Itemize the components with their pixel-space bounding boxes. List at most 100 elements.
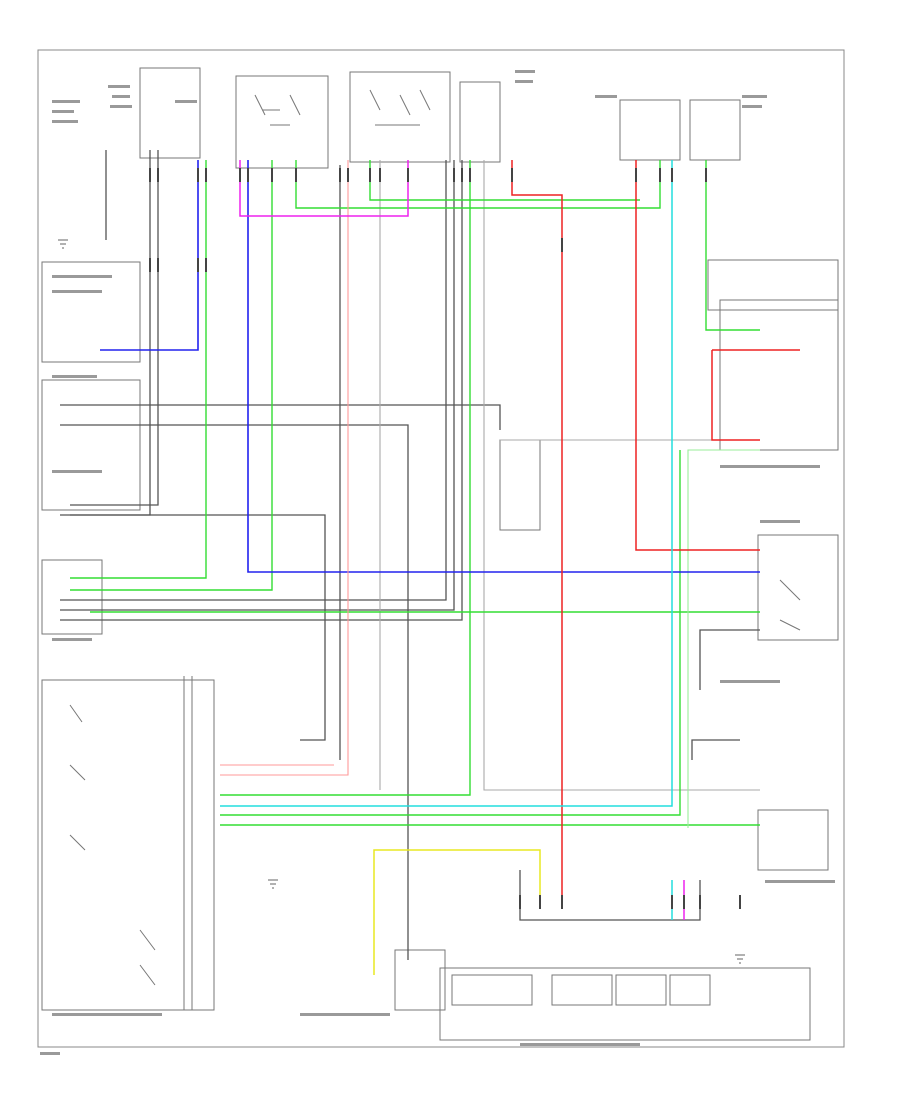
ground-1 [58, 239, 68, 249]
label-mark [52, 375, 97, 378]
wires-red [511, 160, 800, 900]
wires-gray [379, 160, 760, 791]
wire-dark-6 [60, 514, 326, 741]
rain-sensor-block [757, 534, 839, 641]
label-mark [52, 1013, 162, 1016]
label-mark [300, 1013, 390, 1016]
label-mark [520, 1043, 640, 1046]
label-mark [760, 520, 800, 523]
wires-yellow [373, 849, 541, 975]
wire-gray-1 [483, 160, 760, 791]
label-mark [515, 70, 535, 73]
wire-green-4 [369, 160, 640, 201]
wire-blue-1 [100, 160, 199, 351]
diagram-frame [37, 49, 845, 1048]
wires-blue [100, 160, 760, 573]
label-mark [720, 680, 780, 683]
wires-light-red [220, 160, 349, 776]
label-mark [112, 95, 130, 98]
label-mark [52, 120, 78, 123]
wire-magenta-1 [239, 160, 409, 217]
connector-row-bottom [519, 895, 741, 909]
door-switch-block [719, 299, 839, 451]
top-fuse-box-4 [689, 99, 741, 161]
wiper-motor-block [41, 261, 141, 363]
wires-dark [60, 150, 760, 960]
bottom-components [394, 439, 811, 1041]
wire-green-3 [295, 160, 661, 209]
wire-dark-1 [70, 150, 151, 516]
wire-red-3 [711, 350, 760, 441]
rain-sensor-internal [779, 579, 801, 631]
fine-print-marks [40, 70, 835, 1055]
ground-3 [735, 954, 745, 964]
wire-green-6 [705, 160, 760, 331]
wire-red-2 [635, 160, 760, 551]
label-mark [765, 880, 835, 883]
connector-ticks [149, 168, 741, 909]
label-mark [110, 105, 132, 108]
label-mark [40, 1052, 60, 1055]
top-components [139, 67, 741, 169]
label-mark [515, 80, 533, 83]
wire-green-1 [70, 160, 207, 579]
meter-display-4 [669, 974, 711, 1006]
label-mark [742, 95, 767, 98]
top-fuse-box-2 [459, 81, 501, 163]
combination-switch-block [41, 559, 103, 635]
washer-switch-block [41, 379, 141, 511]
label-mark [720, 465, 820, 468]
wire-green-5 [220, 160, 471, 796]
wire-dark-12 [699, 629, 760, 690]
top-fuse-box-1 [139, 67, 201, 159]
wire-green-7 [220, 450, 681, 816]
label-mark [52, 290, 102, 293]
top-relay-box-right [349, 71, 451, 163]
wire-dark-4 [60, 404, 501, 430]
wire-yellow-1 [373, 849, 541, 975]
label-mark [52, 275, 112, 278]
wire-dark-8 [60, 160, 455, 611]
top-relay-box-left [235, 75, 329, 169]
wire-blue-2 [247, 160, 760, 573]
label-mark [52, 470, 102, 473]
connector-row-top [149, 168, 707, 182]
label-mark [742, 105, 762, 108]
combination-meter [439, 967, 811, 1041]
washer-pump-block [757, 809, 829, 871]
wire-dark-2 [70, 150, 159, 506]
wire-cyan-1 [220, 160, 673, 807]
wire-dark-10 [60, 160, 447, 601]
wire-dark-13 [691, 739, 740, 760]
rear-wiper-block [707, 259, 839, 311]
label-mark [52, 638, 92, 641]
wires-green [70, 160, 760, 826]
steering-switch-assembly [41, 679, 215, 1011]
label-mark [108, 85, 130, 88]
wires-light-green [687, 449, 760, 828]
wire-lightred-1 [220, 160, 349, 776]
label-mark [52, 110, 74, 113]
wire-green-2 [70, 160, 273, 591]
connector-row-mid [149, 238, 563, 272]
label-mark [175, 100, 197, 103]
top-fuse-box-3 [619, 99, 681, 161]
ecm-block [394, 949, 446, 1011]
label-mark [595, 95, 617, 98]
relay-coil-right [369, 89, 431, 126]
label-mark [52, 100, 80, 103]
switch-symbol-1 [69, 704, 156, 986]
right-components [707, 259, 839, 871]
meter-display-2 [551, 974, 613, 1006]
wire-dark-5 [60, 424, 409, 960]
wire-dark-9 [60, 160, 463, 621]
relay-coil-left [254, 94, 301, 126]
meter-display-3 [615, 974, 667, 1006]
joint-connector [499, 439, 541, 531]
meter-display-1 [451, 974, 533, 1006]
ground-2 [268, 879, 278, 889]
left-components [41, 261, 215, 1011]
ground-symbols [58, 239, 745, 964]
wire-lightgreen-1 [687, 449, 760, 828]
